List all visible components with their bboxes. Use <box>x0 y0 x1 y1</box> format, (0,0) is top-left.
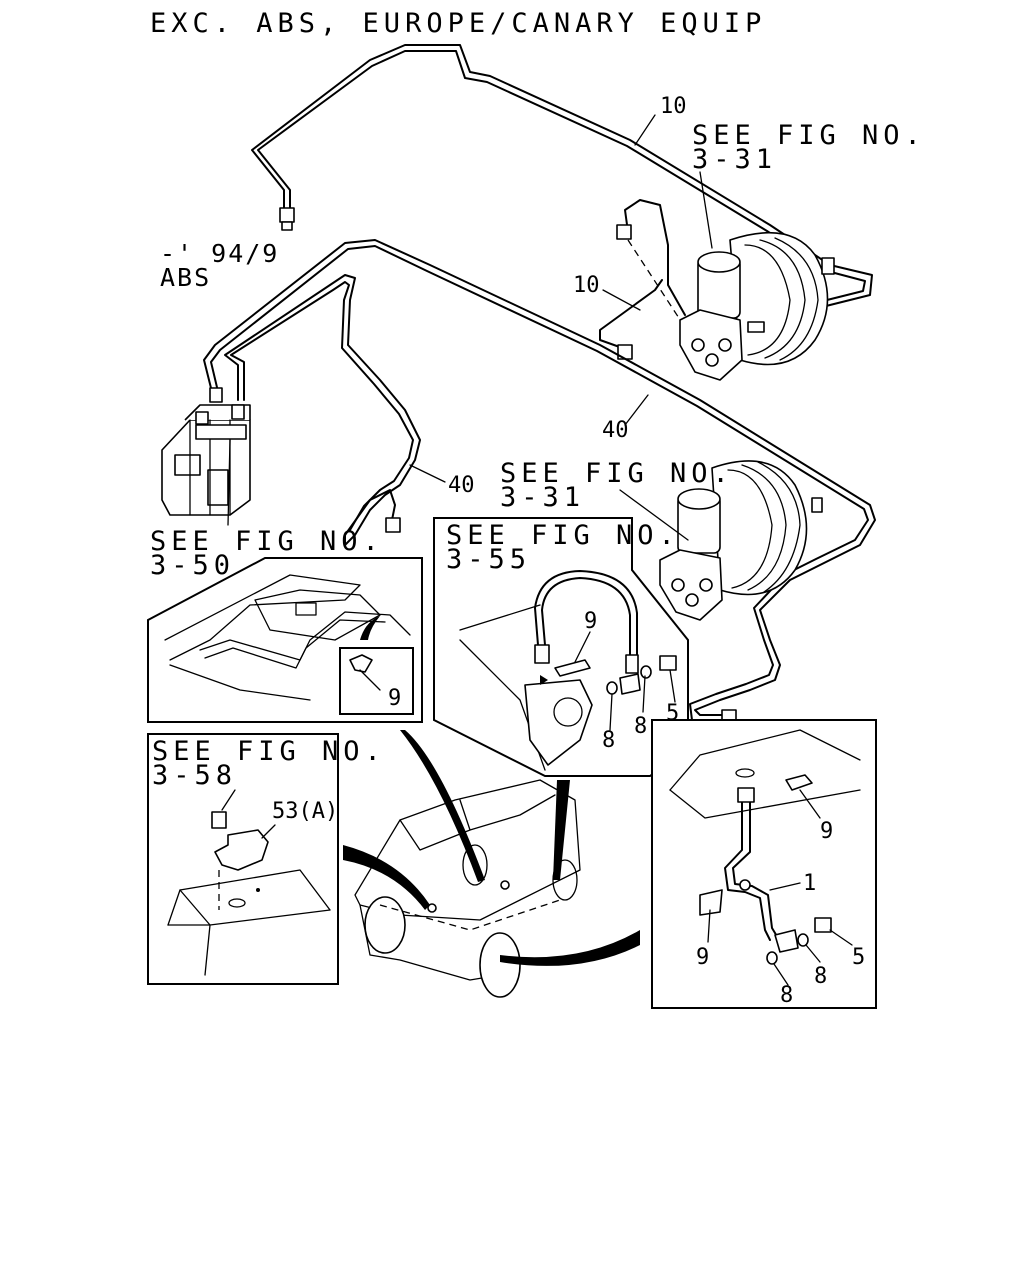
callout-hose-1-rear: 1 <box>803 871 816 896</box>
see-fig-ref-front-hose-number: 3-55 <box>446 544 531 575</box>
abs-hydraulic-unit <box>161 387 251 526</box>
see-fig-ref-lower-booster: SEE FIG NO. <box>500 458 734 489</box>
see-fig-ref-upper-booster: SEE FIG NO. <box>692 120 926 151</box>
callout-clip-9-rear-lower: 9 <box>696 945 709 970</box>
inset-bracket-3-50 <box>147 557 423 723</box>
see-fig-ref-sensor-number: 3-58 <box>152 760 237 791</box>
see-fig-ref-front-hose: SEE FIG NO. <box>446 520 680 551</box>
callout-clip-9-bracket: 9 <box>388 686 401 711</box>
callout-bolt-5-front: 5 <box>666 701 679 726</box>
diagram-title: EXC. ABS, EUROPE/CANARY EQUIP <box>150 8 766 39</box>
vehicle-illustration <box>343 730 640 998</box>
callout-clip-9-rear-upper: 9 <box>820 819 833 844</box>
callout-pipe-10-short: 10 <box>573 273 600 298</box>
callout-pipe-40-upper: 40 <box>602 418 629 443</box>
callout-pipe-40-lower: 40 <box>448 473 475 498</box>
see-fig-ref-sensor: SEE FIG NO. <box>152 736 386 767</box>
see-fig-ref-upper-booster-number: 3-31 <box>692 144 777 175</box>
callout-pipe-10-upper: 10 <box>660 94 687 119</box>
master-cylinder-booster-upper <box>679 171 835 381</box>
variant-note-date: -' 94/9 <box>160 239 279 268</box>
callout-clip-9-front: 9 <box>584 609 597 634</box>
callout-washer-8-front-a: 8 <box>602 728 615 753</box>
inset-sensor-3-58 <box>147 733 339 985</box>
master-cylinder-booster-lower <box>619 460 823 621</box>
callout-bolt-5-rear: 5 <box>852 945 865 970</box>
brake-pipe-10-short <box>599 199 691 360</box>
see-fig-ref-abs-unit-number: 3-50 <box>150 550 235 581</box>
variant-note-abs: ABS <box>160 263 211 292</box>
inset-rear-hose <box>651 719 877 1009</box>
callout-washer-8-rear-b: 8 <box>780 983 793 1008</box>
brake-pipe-10-upper <box>251 44 873 326</box>
callout-washer-8-front-b: 8 <box>634 714 647 739</box>
see-fig-ref-abs-unit: SEE FIG NO. <box>150 526 384 557</box>
brake-pipe-40-lower <box>224 274 421 546</box>
leader-lines <box>261 114 853 986</box>
callout-sensor-53a: 53(A) <box>272 799 338 824</box>
callout-washer-8-rear-a: 8 <box>814 964 827 989</box>
see-fig-ref-lower-booster-number: 3-31 <box>500 482 585 513</box>
inset-front-hose-3-55 <box>433 517 689 777</box>
